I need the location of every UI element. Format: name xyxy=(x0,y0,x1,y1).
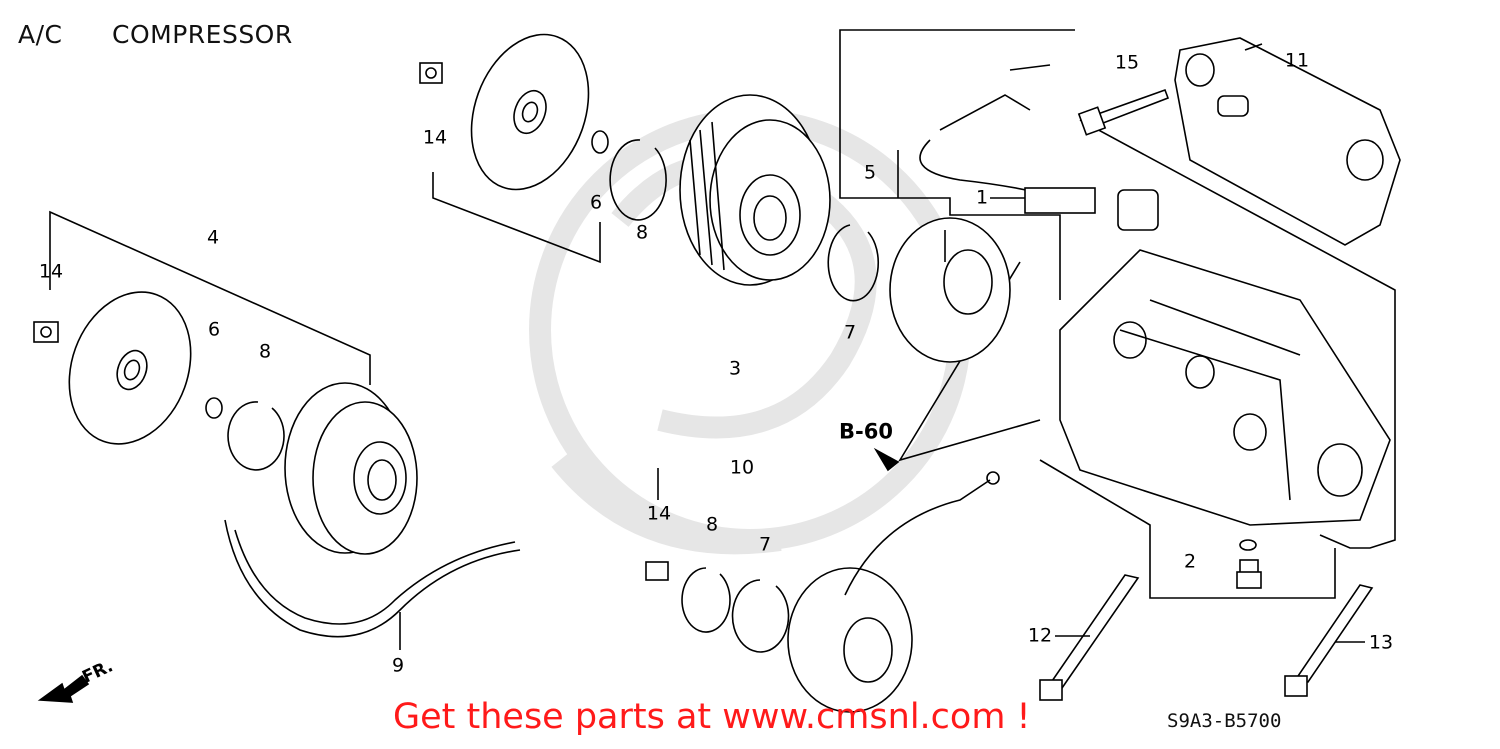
callout-5: 5 xyxy=(863,161,877,184)
drive-belt xyxy=(224,519,521,650)
section-title: COMPRESSOR xyxy=(112,20,293,49)
callout-14-upper: 14 xyxy=(422,126,448,149)
mounting-bracket xyxy=(1174,37,1401,246)
drain-plug-2 xyxy=(1236,539,1262,589)
snap-ring-8-upper xyxy=(609,139,667,221)
reference-arrow xyxy=(873,447,900,472)
callout-8-lower: 8 xyxy=(258,340,272,363)
snap-ring-7-upper xyxy=(827,224,880,302)
callout-11: 11 xyxy=(1284,49,1310,72)
bolt-15 xyxy=(1077,88,1170,136)
shim-6-upper xyxy=(591,130,609,154)
reference-label: B-60 xyxy=(839,419,893,444)
snap-ring-8-coil xyxy=(681,567,731,633)
callout-12: 12 xyxy=(1027,624,1053,647)
callout-3: 3 xyxy=(728,357,742,380)
nut-14-lower xyxy=(645,561,669,581)
shim-6-lower xyxy=(205,397,223,419)
bolt-12 xyxy=(1039,574,1140,701)
callout-14-lower: 14 xyxy=(646,502,672,525)
diagram-code: S9A3-B5700 xyxy=(1167,710,1282,732)
front-direction-arrow xyxy=(37,674,90,703)
callout-7-upper: 7 xyxy=(843,321,857,344)
pulley-upper xyxy=(679,94,831,286)
pulley-lower xyxy=(284,382,418,555)
callout-10: 10 xyxy=(729,456,755,479)
callout-8-upper: 8 xyxy=(635,221,649,244)
compressor-body xyxy=(1059,249,1391,526)
clutch-plate-lower xyxy=(68,291,192,445)
callout-7-lower: 7 xyxy=(758,533,772,556)
callout-4: 4 xyxy=(206,226,220,249)
leader-lines-pulley-group-upper xyxy=(432,172,601,264)
clutch-plate-upper xyxy=(470,33,590,191)
promo-banner[interactable]: Get these parts at www.cmsnl.com ! xyxy=(393,697,1031,737)
bolt-13 xyxy=(1284,584,1374,697)
leader-lines-bracket xyxy=(1079,119,1396,549)
field-coil-upper xyxy=(889,217,1011,363)
callout-9: 9 xyxy=(391,654,405,677)
nut-14-upper xyxy=(419,62,443,84)
snap-ring-7-coil xyxy=(731,579,790,653)
callout-14-left: 14 xyxy=(38,260,64,283)
sensor-harness xyxy=(919,64,1159,231)
leader-line-11 xyxy=(1244,43,1263,51)
leader-lines-pulley-group-lower xyxy=(49,210,371,385)
callout-6-lower: 6 xyxy=(207,318,221,341)
callout-8-coil: 8 xyxy=(705,513,719,536)
field-coil-lower xyxy=(787,471,1000,713)
nut-14-left xyxy=(33,321,59,343)
callout-13: 13 xyxy=(1368,631,1394,654)
callout-15: 15 xyxy=(1114,51,1140,74)
leader-lines-bolts xyxy=(1039,459,1336,599)
group-title: A/C xyxy=(18,20,63,49)
leader-lines-sensor-box xyxy=(839,29,1075,300)
callout-6-upper: 6 xyxy=(589,191,603,214)
callout-1: 1 xyxy=(975,186,989,209)
snap-ring-8-lower xyxy=(227,401,285,471)
callout-2: 2 xyxy=(1183,550,1197,573)
